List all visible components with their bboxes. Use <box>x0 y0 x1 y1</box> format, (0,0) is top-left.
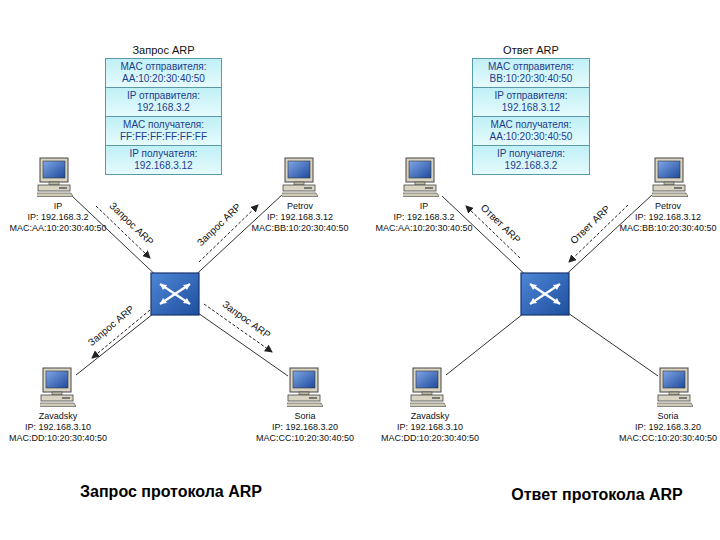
host-text: Zavadsky <box>9 411 107 422</box>
host-text: IP <box>375 201 472 212</box>
panel-caption: Запрос протокола ARP <box>80 483 262 501</box>
network-switch <box>521 273 569 315</box>
arrow-label: Запрос ARP <box>105 199 157 250</box>
packet-field: IP получателя: 192.168.3.12 <box>105 145 222 175</box>
computer-label: IPIP: 192.168.3.2MAC:AA:10:20:30:40:50 <box>9 201 106 234</box>
field-text: MAC отправителя: BB:10:20:30:40:50 <box>476 61 586 85</box>
computer-label: SoriaIP: 192.168.3.20MAC:CC:10:20:30:40:… <box>256 411 354 444</box>
host-text: IP: 192.168.3.12 <box>251 212 348 223</box>
host-text: MAC:CC:10:20:30:40:50 <box>619 433 717 444</box>
host-text: Petrov <box>251 201 348 212</box>
packet-field: IP получателя: 192.168.3.2 <box>472 145 590 175</box>
host-text: IP: 192.168.3.10 <box>9 422 107 433</box>
computer-icon <box>409 368 446 407</box>
packet-field: MAC отправителя: AA:10:20:30:40:50 <box>105 58 222 88</box>
computer-icon <box>36 158 73 197</box>
computer-icon <box>281 158 318 197</box>
computer-icon <box>656 368 693 407</box>
arp-packet-table: Ответ ARP MAC отправителя: BB:10:20:30:40… <box>472 44 590 175</box>
packet-field: MAC получателя: AA:10:20:30:40:50 <box>472 116 590 146</box>
field-text: MAC отправителя: AA:10:20:30:40:50 <box>109 61 218 85</box>
computer-icon <box>286 368 323 407</box>
computer-label: SoriaIP: 192.168.3.20MAC:CC:10:20:30:40:… <box>619 411 717 444</box>
host-text: MAC:AA:10:20:30:40:50 <box>9 223 106 234</box>
host-text: IP: 192.168.3.2 <box>9 212 106 223</box>
host-text: IP: 192.168.3.20 <box>619 422 717 433</box>
field-text: IP получателя: 192.168.3.12 <box>109 148 218 172</box>
computer-label: ZavadskyIP: 192.168.3.10MAC:DD:10:20:30:… <box>9 411 107 444</box>
computer-icon <box>402 158 439 197</box>
host-text: Soria <box>619 411 717 422</box>
computer-icon <box>651 158 688 197</box>
packet-field: MAC отправителя: BB:10:20:30:40:50 <box>472 58 590 88</box>
packet-field: MAC получателя: FF:FF:FF:FF:FF:FF <box>105 116 222 146</box>
computer-label: PetrovIP: 192.168.3.12MAC:BB:10:20:30:40… <box>619 201 716 234</box>
field-text: IP получателя: 192.168.3.2 <box>476 148 586 172</box>
table-heading: Ответ ARP <box>472 44 590 57</box>
network-cable <box>72 194 658 376</box>
computer-icon <box>39 368 76 407</box>
packet-field: IP отправителя: 192.168.3.2 <box>105 87 222 117</box>
host-text: IP: 192.168.3.20 <box>256 422 354 433</box>
host-text: MAC:BB:10:20:30:40:50 <box>619 223 716 234</box>
host-text: Zavadsky <box>381 411 479 422</box>
packet-field: IP отправителя: 192.168.3.12 <box>472 87 590 117</box>
host-text: IP <box>9 201 106 212</box>
computer-label: ZavadskyIP: 192.168.3.10MAC:DD:10:20:30:… <box>381 411 479 444</box>
computer-label: IPIP: 192.168.3.2MAC:AA:10:20:30:40:50 <box>375 201 472 234</box>
field-text: MAC получателя: FF:FF:FF:FF:FF:FF <box>109 119 218 143</box>
direction-arrow <box>92 205 628 358</box>
host-text: MAC:CC:10:20:30:40:50 <box>256 433 354 444</box>
host-text: IP: 192.168.3.10 <box>381 422 479 433</box>
host-text: Petrov <box>619 201 716 212</box>
host-text: MAC:AA:10:20:30:40:50 <box>375 223 472 234</box>
host-text: IP: 192.168.3.12 <box>619 212 716 223</box>
field-text: MAC получателя: AA:10:20:30:40:50 <box>476 119 586 143</box>
network-switch <box>151 273 199 315</box>
host-text: MAC:DD:10:20:30:40:50 <box>381 433 479 444</box>
host-text: MAC:BB:10:20:30:40:50 <box>251 223 348 234</box>
field-text: IP отправителя: 192.168.3.2 <box>109 90 218 114</box>
host-text: IP: 192.168.3.2 <box>375 212 472 223</box>
field-text: IP отправителя: 192.168.3.12 <box>476 90 586 114</box>
computer-label: PetrovIP: 192.168.3.12MAC:BB:10:20:30:40… <box>251 201 348 234</box>
panel-caption: Ответ протокола ARP <box>511 486 683 504</box>
host-text: Soria <box>256 411 354 422</box>
arp-packet-table: Запрос ARP MAC отправителя: AA:10:20:30:4… <box>105 44 222 175</box>
arrow-label: Ответ ARP <box>476 201 524 248</box>
host-text: MAC:DD:10:20:30:40:50 <box>9 433 107 444</box>
table-heading: Запрос ARP <box>105 44 222 57</box>
